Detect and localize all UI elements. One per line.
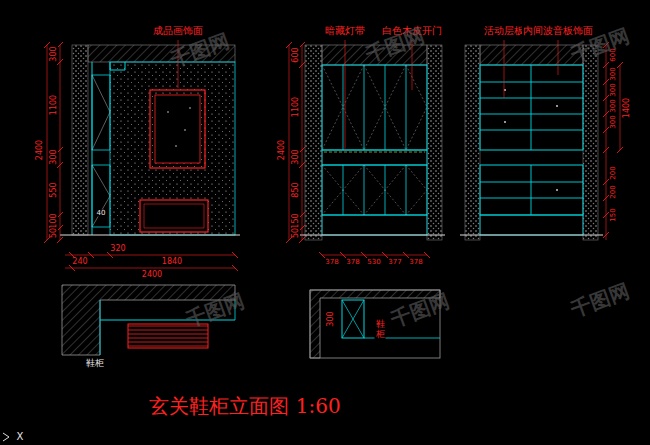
dimension: 300 [610,114,617,129]
dimension: 50 [50,227,58,239]
dimension: 320 [109,245,126,253]
dimension: 300 [610,66,617,81]
callout-note: 活动层板 [483,26,525,36]
watermark: 千图网 [388,290,451,329]
dimension: 1840 [161,258,183,266]
dimension: 300 [610,98,617,113]
dimension: 530 [366,259,381,266]
dimension: 300 [610,82,617,97]
dimension: 378 [345,259,360,266]
dimension: 300 [327,310,335,327]
watermark: 千图网 [183,290,246,329]
watermark: 千图网 [363,25,426,64]
dimension: 300 [50,45,58,62]
dimension: 550 [50,181,58,198]
dimension: 378 [324,259,339,266]
watermark: 千图网 [568,280,631,319]
callout-note: 成品画饰面 [152,26,204,36]
dimension: 50 [292,227,300,239]
dimension: 40 [96,210,107,217]
axis-label: X [17,432,24,442]
dimension: 1400 [623,97,631,119]
callout-note: 内间波音板饰面 [522,26,594,36]
dimension: 2400 [141,271,163,279]
dimension: 300 [292,148,300,165]
ucs-icon [3,433,9,441]
dimension: 240 [71,258,88,266]
part-name-vertical: 鞋柜 [375,320,386,340]
dimension: 150 [610,207,617,222]
dimension: 1100 [292,96,300,118]
dimension: 2400 [278,139,286,161]
dimension: 1100 [50,94,58,116]
dimension: 300 [50,148,58,165]
left-elevation [44,40,240,271]
dimension: 378 [408,259,423,266]
right-elevation [460,40,623,240]
middle-elevation [286,40,445,258]
dimension: 200 [610,165,617,180]
drawing-title: 玄关鞋柜立面图 1:60 [149,393,340,420]
dimension: 200 [610,184,617,199]
dimension: 600 [292,46,300,63]
dimension: 850 [292,181,300,198]
callout-note: 暗藏灯带 [324,26,366,36]
part-name: 鞋柜 [85,359,105,368]
dimension: 377 [387,259,402,266]
dimension: 2400 [36,139,44,161]
watermark: 千图网 [168,30,231,69]
